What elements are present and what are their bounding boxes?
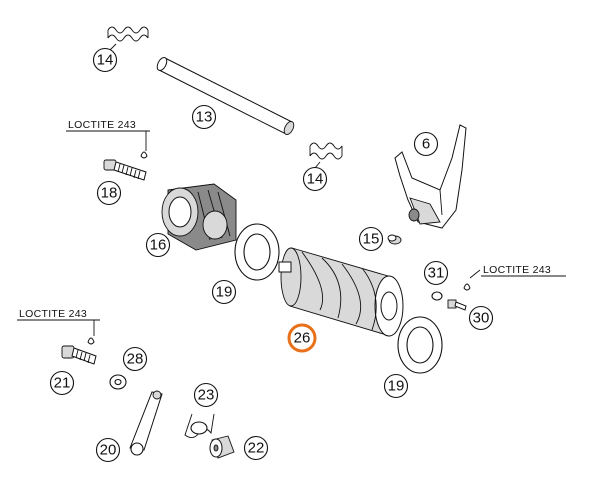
roller-part-22: [209, 435, 235, 459]
svg-text:20: 20: [100, 442, 117, 459]
screw-part-21: [61, 345, 97, 365]
svg-text:22: 22: [248, 440, 265, 457]
svg-text:13: 13: [196, 109, 213, 126]
callout-6: 6: [413, 131, 439, 157]
svg-text:19: 19: [388, 378, 405, 395]
shift-fork-part-6: [394, 124, 467, 229]
callout-23: 23: [193, 382, 219, 408]
svg-text:23: 23: [198, 387, 215, 404]
callout-14-middle: 14: [302, 166, 328, 192]
callout-15: 15: [358, 226, 384, 252]
callout-16: 16: [145, 232, 171, 258]
svg-text:16: 16: [150, 237, 167, 254]
loctite-note-right: LOCTITE 243: [483, 264, 551, 276]
svg-text:26: 26: [294, 330, 311, 347]
callout-30: 30: [468, 305, 494, 331]
callout-31: 31: [423, 260, 449, 286]
callout-28: 28: [122, 346, 148, 372]
callout-14-top: 14: [92, 47, 118, 73]
loctite-note-top: LOCTITE 243: [68, 119, 136, 131]
spring-part-14-top: [107, 26, 149, 53]
pin-part-15: [387, 234, 402, 245]
loctite-drop-right: [463, 269, 481, 291]
svg-text:30: 30: [473, 310, 490, 327]
spring-part-23: [184, 413, 215, 438]
screw-part-18: [103, 159, 147, 181]
shaft-part-13: [156, 57, 295, 135]
screw-part-30: [447, 299, 467, 311]
washer-part-31: [431, 291, 443, 301]
loctite-note-left: LOCTITE 243: [19, 308, 87, 320]
callout-19-upper: 19: [211, 279, 237, 305]
callout-13: 13: [191, 104, 217, 130]
svg-text:15: 15: [363, 231, 380, 248]
lever-part-20: [129, 390, 163, 456]
washer-part-28: [109, 374, 127, 390]
svg-text:14: 14: [97, 52, 114, 69]
washer-part-19-upper: [234, 223, 280, 281]
callout-20: 20: [95, 437, 121, 463]
loctite-drop-left: [87, 320, 95, 345]
shift-drum-locator-part-16: [161, 183, 237, 251]
svg-text:6: 6: [422, 136, 430, 153]
svg-text:31: 31: [428, 265, 445, 282]
callout-22: 22: [243, 435, 269, 461]
svg-text:28: 28: [127, 351, 144, 368]
loctite-drop-top: [140, 131, 148, 159]
shift-drum-part-26: [278, 247, 404, 337]
callout-19-lower: 19: [383, 373, 409, 399]
svg-text:19: 19: [216, 284, 233, 301]
callout-18: 18: [96, 180, 122, 206]
callout-21: 21: [49, 370, 75, 396]
washer-part-19-lower: [397, 316, 443, 374]
spring-part-14-middle: [309, 142, 343, 169]
callout-26-highlighted: 26: [287, 323, 317, 353]
svg-text:14: 14: [307, 171, 324, 188]
svg-text:18: 18: [101, 185, 118, 202]
svg-text:21: 21: [54, 375, 71, 392]
